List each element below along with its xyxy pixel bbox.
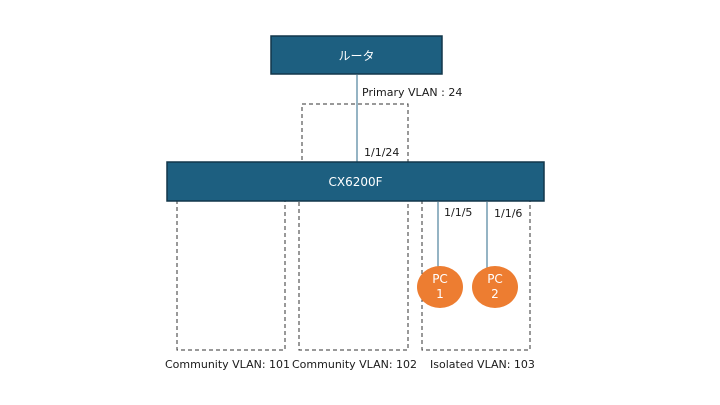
community-vlan-101-label: Community VLAN: 101 [165,358,291,371]
pc-1-label: PC [432,272,448,286]
pc-2-number: 2 [491,287,499,301]
router-box [270,35,443,75]
pc-2-node: PC 2 [472,266,518,308]
switch-label: CX6200F [328,174,383,189]
pc-1-number: 1 [436,287,444,301]
community-vlan-102-region [298,193,409,351]
isolated-vlan-103-label: Isolated VLAN: 103 [430,358,535,371]
pc-2-label: PC [487,272,503,286]
switch-box [166,161,545,202]
pc2-port-label: 1/1/6 [494,207,523,220]
pc-1-node: PC 1 [417,266,463,308]
uplink-port-label: 1/1/24 [364,146,400,159]
pc1-port-label: 1/1/5 [444,206,473,219]
primary-vlan-label: Primary VLAN : 24 [362,86,463,99]
community-vlan-102-label: Community VLAN: 102 [292,358,418,371]
community-vlan-101-region [176,193,286,351]
router-label: ルータ [338,48,375,63]
